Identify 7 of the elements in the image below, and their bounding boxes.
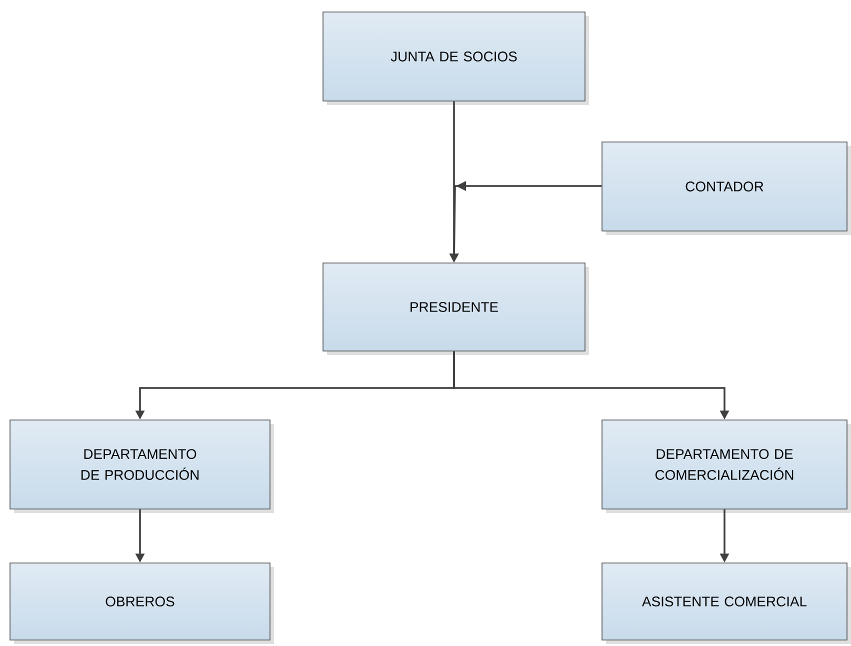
org-box: DEPARTAMENTO DE COMERCIALIZACIÓN <box>602 420 851 513</box>
org-box: DEPARTAMENTO DE PRODUCCIÓN <box>10 420 274 513</box>
org-box: CONTADOR <box>602 142 851 235</box>
org-box: JUNTA DE SOCIOS <box>322 12 589 105</box>
org-box: OBREROS <box>10 562 274 644</box>
org-box: PRESIDENTE <box>322 262 589 355</box>
org-box: ASISTENTE COMERCIAL <box>602 562 851 644</box>
